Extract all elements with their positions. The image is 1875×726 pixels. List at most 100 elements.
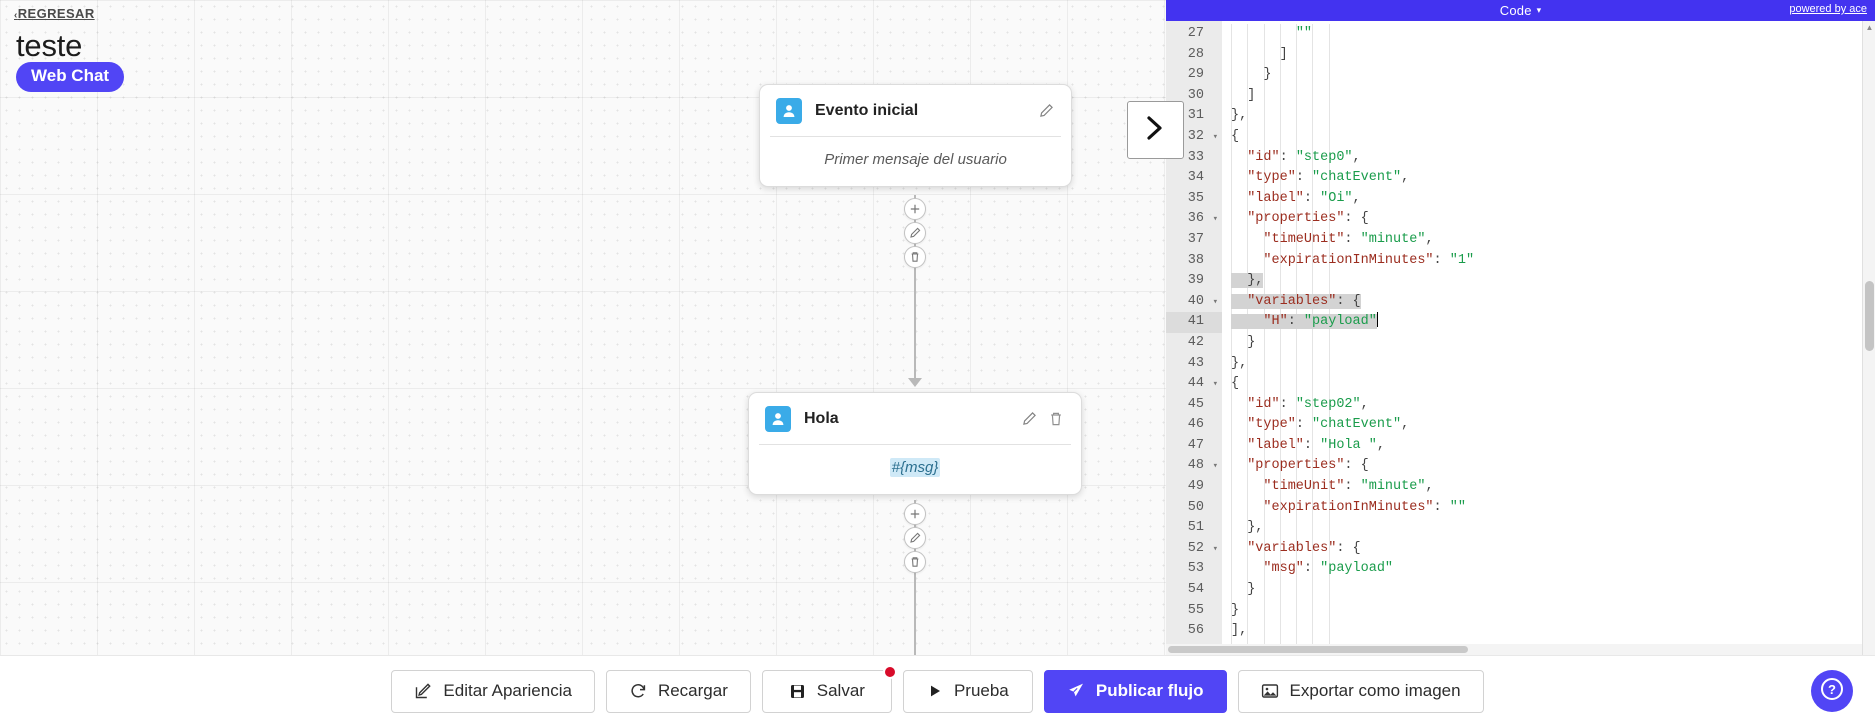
editor-horizontal-scrollbar[interactable] xyxy=(1166,644,1862,655)
gutter-line[interactable]: 48▾ xyxy=(1166,456,1222,477)
code-line[interactable]: } xyxy=(1231,602,1240,618)
add-icon[interactable] xyxy=(904,503,926,525)
gutter-line[interactable]: 38 xyxy=(1187,252,1204,268)
code-line[interactable]: }, xyxy=(1231,520,1264,536)
gutter-line[interactable]: 49 xyxy=(1187,479,1204,495)
flow-canvas[interactable]: ‹REGRESAR teste Web Chat Evento inicial … xyxy=(0,0,1166,726)
edit-icon[interactable] xyxy=(904,222,926,244)
editor-vertical-scrollbar[interactable]: ▲ ▼ xyxy=(1862,21,1875,726)
code-line[interactable]: "H": "payload" xyxy=(1231,312,1875,333)
scrollbar-thumb-h[interactable] xyxy=(1168,646,1468,653)
gutter-line[interactable]: 52▾ xyxy=(1166,539,1222,560)
gutter-line[interactable]: 37 xyxy=(1187,231,1204,247)
code-line[interactable]: }, xyxy=(1231,108,1248,124)
flow-node-hola[interactable]: Hola #{msg} xyxy=(748,392,1082,495)
gutter-line[interactable]: 53 xyxy=(1187,561,1204,577)
help-button[interactable]: ? xyxy=(1811,670,1853,712)
gutter-line[interactable]: 46 xyxy=(1187,417,1204,433)
code-line[interactable]: ], xyxy=(1231,623,1248,639)
code-line[interactable]: "type": "chatEvent", xyxy=(1247,417,1410,433)
gutter-line[interactable]: 50 xyxy=(1187,499,1204,515)
edit-icon[interactable] xyxy=(904,527,926,549)
code-line[interactable]: "type": "chatEvent", xyxy=(1247,170,1410,186)
code-line[interactable]: "id": "step0", xyxy=(1247,149,1361,165)
code-line[interactable]: "timeUnit": "minute", xyxy=(1263,231,1434,247)
back-link[interactable]: ‹REGRESAR xyxy=(14,6,95,21)
code-line[interactable]: { xyxy=(1231,376,1240,392)
gutter-line[interactable]: 34 xyxy=(1187,170,1204,186)
recargar-button[interactable]: Recargar xyxy=(605,669,751,713)
delete-icon[interactable] xyxy=(904,246,926,268)
gutter-line[interactable]: 55 xyxy=(1187,602,1204,618)
code-line[interactable]: "properties": { xyxy=(1247,458,1369,474)
code-line[interactable]: "label": "Hola ", xyxy=(1247,437,1385,453)
panel-toggle-button[interactable] xyxy=(1127,101,1184,159)
code-line[interactable]: "label": "Oi", xyxy=(1247,190,1361,206)
code-line[interactable]: "expirationInMinutes": "" xyxy=(1263,499,1466,515)
code-line[interactable]: "expirationInMinutes": "1" xyxy=(1263,252,1475,268)
editor-code-area[interactable]: "" ] } ]}, { "id": "step0", "type": "chat… xyxy=(1222,21,1875,655)
gutter-line[interactable]: 27 xyxy=(1187,26,1204,41)
fold-toggle-icon[interactable]: ▾ xyxy=(1212,214,1218,225)
delete-icon[interactable] xyxy=(1046,410,1065,429)
edit-icon[interactable] xyxy=(1036,102,1055,121)
fold-toggle-icon[interactable]: ▾ xyxy=(1212,543,1218,554)
gutter-line[interactable]: 35 xyxy=(1187,190,1204,206)
code-line[interactable]: "timeUnit": "minute", xyxy=(1263,479,1434,495)
prueba-button[interactable]: Prueba xyxy=(902,669,1033,713)
gutter-line[interactable]: 56 xyxy=(1187,623,1204,639)
code-line[interactable]: }, xyxy=(1231,355,1248,371)
code-line[interactable]: } xyxy=(1231,582,1256,598)
gutter-line[interactable]: 51 xyxy=(1187,520,1204,536)
publicar-flujo-button[interactable]: Publicar flujo xyxy=(1043,669,1227,713)
powered-by-ace-link[interactable]: powered by ace xyxy=(1789,3,1867,15)
code-line[interactable]: ] xyxy=(1231,87,1256,103)
gutter-line[interactable]: 32▾ xyxy=(1166,127,1222,148)
gutter-line[interactable]: 33 xyxy=(1187,149,1204,165)
gutter-line[interactable]: 31 xyxy=(1187,108,1204,124)
gutter-line[interactable]: 45 xyxy=(1187,396,1204,412)
question-circle-icon: ? xyxy=(1819,676,1845,707)
code-line[interactable]: "properties": { xyxy=(1247,211,1369,227)
gutter-line[interactable]: 39 xyxy=(1187,273,1204,289)
code-line[interactable]: }, xyxy=(1231,273,1264,289)
salvar-button[interactable]: Salvar xyxy=(761,664,897,713)
editar-apariencia-button[interactable]: Editar Apariencia xyxy=(391,669,595,713)
gutter-line[interactable]: 30 xyxy=(1187,87,1204,103)
flow-node-start[interactable]: Evento inicial Primer mensaje del usuari… xyxy=(759,84,1072,187)
add-icon[interactable] xyxy=(904,198,926,220)
gutter-line[interactable]: 29 xyxy=(1187,67,1204,83)
scrollbar-thumb[interactable] xyxy=(1865,281,1874,351)
gutter-line[interactable]: 44▾ xyxy=(1166,374,1222,395)
fold-toggle-icon[interactable]: ▾ xyxy=(1212,131,1218,142)
code-line[interactable]: ] xyxy=(1231,46,1288,62)
gutter-line[interactable]: 47 xyxy=(1187,437,1204,453)
code-line[interactable]: "msg": "payload" xyxy=(1263,561,1394,577)
code-line[interactable]: "variables": { xyxy=(1231,292,1875,313)
code-line[interactable]: } xyxy=(1231,334,1256,350)
connector-buttons-1[interactable] xyxy=(904,198,926,270)
edit-icon[interactable] xyxy=(1019,410,1038,429)
code-line[interactable]: { xyxy=(1231,128,1240,144)
fold-toggle-icon[interactable]: ▾ xyxy=(1212,296,1218,307)
code-line[interactable]: "id": "step02", xyxy=(1247,396,1369,412)
gutter-line[interactable]: 40▾ xyxy=(1166,292,1222,313)
code-line[interactable]: } xyxy=(1231,67,1272,83)
gutter-line[interactable]: 54 xyxy=(1187,582,1204,598)
fold-toggle-icon[interactable]: ▾ xyxy=(1212,461,1218,472)
gutter-line[interactable]: 28 xyxy=(1187,46,1204,62)
connector-buttons-2[interactable] xyxy=(904,503,926,575)
gutter-line[interactable]: 43 xyxy=(1187,355,1204,371)
code-panel-header[interactable]: Code ▾ powered by ace xyxy=(1166,0,1875,21)
gutter-line[interactable]: 36▾ xyxy=(1166,209,1222,230)
delete-icon[interactable] xyxy=(904,551,926,573)
gutter-line[interactable]: 41 xyxy=(1166,312,1222,333)
code-line[interactable]: "variables": { xyxy=(1247,540,1361,556)
scroll-up-icon[interactable]: ▲ xyxy=(1865,23,1874,32)
gutter-line[interactable]: 42 xyxy=(1187,334,1204,350)
exportar-como-imagen-button[interactable]: Exportar como imagen xyxy=(1237,669,1484,713)
code-line[interactable]: "" xyxy=(1295,26,1313,41)
fold-toggle-icon[interactable]: ▾ xyxy=(1212,379,1218,390)
chevron-down-icon[interactable]: ▾ xyxy=(1536,5,1542,15)
